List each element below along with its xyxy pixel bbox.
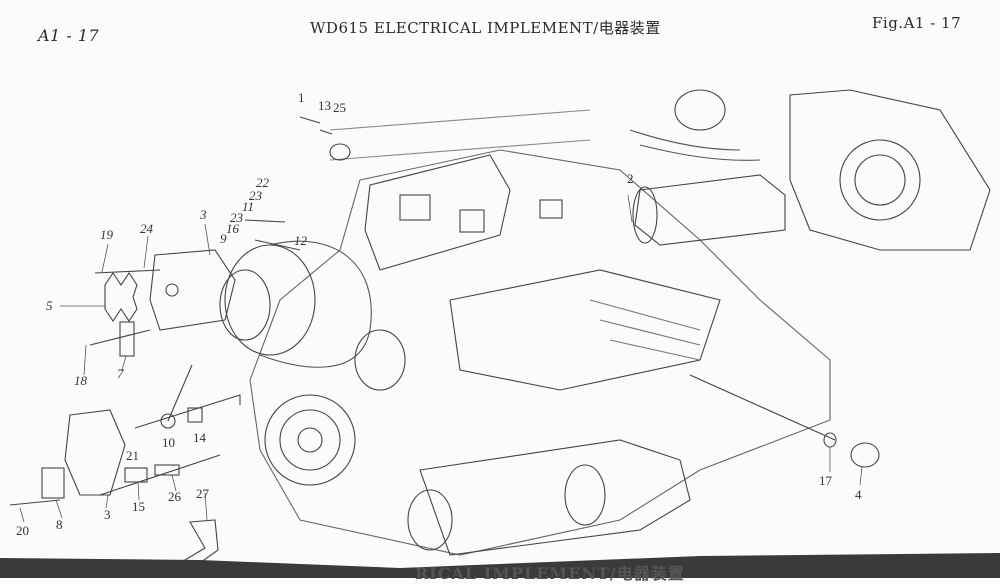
callout-1: 1 (298, 90, 305, 105)
oil-pressure-sender (299, 116, 880, 468)
callout-26: 26 (168, 489, 181, 504)
callout-20: 20 (16, 523, 29, 538)
callout-27: 27 (196, 486, 209, 501)
callout-22: 22 (256, 175, 269, 190)
callout-24: 24 (140, 221, 153, 236)
starter-motor (629, 89, 786, 246)
callout-19: 19 (100, 227, 113, 242)
callout-4: 4 (855, 487, 862, 502)
engine-block (249, 109, 831, 556)
callout-21: 21 (126, 448, 139, 463)
figure-number: Fig.A1 - 17 (872, 14, 962, 32)
flywheel-housing (789, 89, 991, 251)
callout-leaders (19, 194, 863, 523)
callout-10: 10 (162, 435, 175, 450)
alternator-lower (9, 364, 241, 571)
callout-5: 5 (46, 298, 53, 313)
bleed-through-text: RICAL IMPLEMENT/电器装置 (415, 564, 685, 583)
callout-2: 2 (627, 171, 634, 186)
scan-shadow (0, 553, 1000, 578)
callout-8: 8 (56, 517, 63, 532)
callout-14: 14 (193, 430, 206, 445)
callout-23-lower: 23 (230, 210, 243, 225)
callout-11: 11 (242, 199, 255, 214)
callout-3-lower: 3 (104, 507, 111, 522)
fan-icon (104, 272, 138, 322)
page-number: A1 - 17 (38, 26, 100, 45)
callout-18: 18 (74, 373, 87, 388)
callout-17: 17 (819, 473, 832, 488)
callout-13: 13 (318, 98, 331, 113)
callout-15: 15 (132, 499, 145, 514)
callout-7: 7 (117, 366, 124, 381)
callout-25: 25 (333, 100, 346, 115)
callout-16: 16 (226, 221, 239, 236)
alternator-upper (89, 219, 372, 368)
callout-9: 9 (220, 231, 227, 246)
callout-23: 23 (249, 188, 262, 203)
page-title: WD615 ELECTRICAL IMPLEMENT/电器装置 (310, 19, 661, 37)
callout-12: 12 (294, 233, 307, 248)
callout-3-upper: 3 (200, 207, 207, 222)
